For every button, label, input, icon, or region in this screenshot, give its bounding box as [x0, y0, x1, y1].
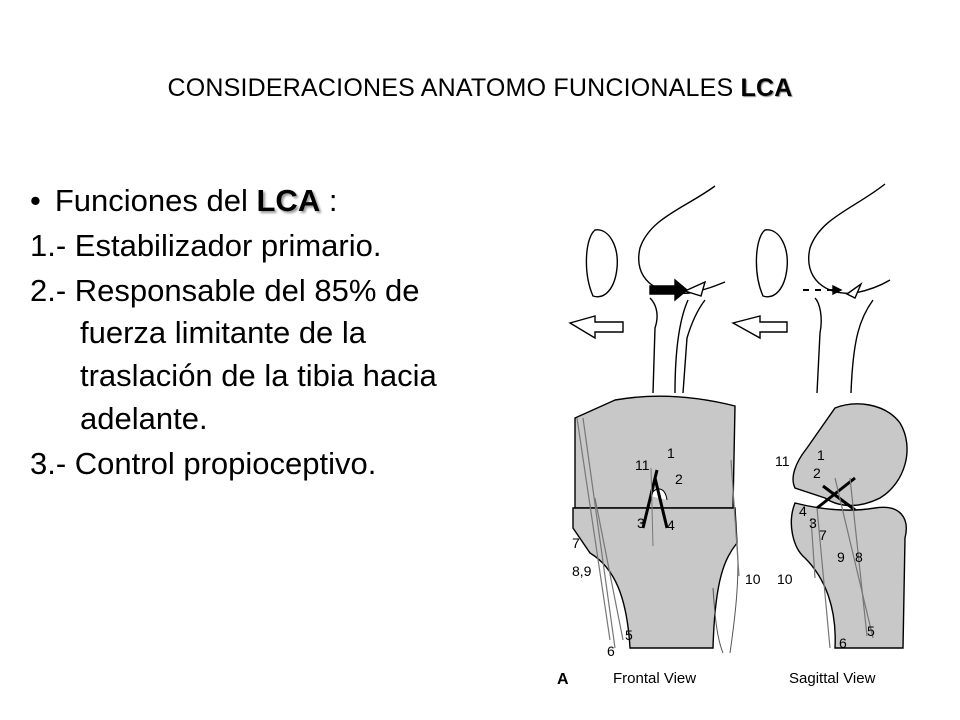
svg-text:6: 6 — [607, 643, 615, 659]
svg-text:11: 11 — [635, 457, 650, 473]
knee-anatomy-figure: 1 2 3 4 5 6 7 8,9 10 11 1 2 3 4 5 6 7 8 … — [555, 178, 915, 698]
svg-text:9: 9 — [837, 549, 845, 565]
item-2-line-3: traslación de la tibia hacia — [80, 358, 437, 394]
knee-drawing-right — [731, 183, 891, 394]
svg-text:7: 7 — [572, 535, 580, 551]
item-2-line-1: 2.- Responsable del 85% de — [30, 272, 420, 308]
svg-text:6: 6 — [839, 635, 847, 651]
title-lca-text: LCA — [740, 74, 793, 102]
item-2-line-4: adelante. — [80, 400, 208, 436]
svg-text:2: 2 — [675, 471, 683, 487]
svg-text:8,9: 8,9 — [572, 563, 592, 579]
svg-text:1: 1 — [817, 447, 825, 463]
title-main-text: CONSIDERACIONES ANATOMO FUNCIONALES — [167, 74, 734, 102]
svg-text:4: 4 — [799, 503, 807, 519]
sagittal-view-knee — [790, 403, 908, 649]
bullet-dot: • — [30, 183, 41, 218]
sagittal-caption: Sagittal View — [789, 670, 876, 687]
svg-text:4: 4 — [667, 517, 675, 533]
panel-label: A — [557, 671, 569, 688]
svg-text:8: 8 — [855, 549, 863, 565]
svg-text:5: 5 — [625, 627, 633, 643]
bullet-suffix-text: : — [328, 183, 338, 218]
svg-text:10: 10 — [745, 571, 761, 587]
frontal-view-knee — [572, 395, 740, 654]
frontal-view-labels: 1 2 3 4 5 6 7 8,9 10 11 — [572, 445, 761, 659]
svg-text:5: 5 — [867, 623, 875, 639]
bullet-prefix-text: Funciones del — [54, 183, 248, 218]
figure-captions: A Frontal View Sagittal View — [557, 670, 876, 688]
svg-text:3: 3 — [809, 515, 817, 531]
sagittal-view-labels: 1 2 3 4 5 6 7 8 9 10 11 — [775, 447, 875, 651]
item-3: 3.- Control propioceptivo. — [30, 445, 377, 481]
svg-text:2: 2 — [813, 465, 821, 481]
knee-drawing-left — [568, 185, 726, 394]
svg-text:11: 11 — [775, 453, 790, 469]
bullet-functions: • Funciones del LCA : — [30, 180, 437, 223]
svg-text:10: 10 — [777, 571, 793, 587]
svg-text:3: 3 — [637, 515, 645, 531]
svg-text:1: 1 — [667, 445, 675, 461]
bullet-lca-text: LCA — [256, 183, 321, 218]
frontal-caption: Frontal View — [613, 670, 696, 687]
svg-text:7: 7 — [819, 527, 827, 543]
slide-title: CONSIDERACIONES ANATOMO FUNCIONALES LCA — [0, 74, 960, 103]
item-2-line-2: fuerza limitante de la — [80, 315, 367, 351]
body-text: • Funciones del LCA : 1.- Estabilizador … — [30, 180, 437, 485]
item-1: 1.- Estabilizador primario. — [30, 227, 382, 263]
